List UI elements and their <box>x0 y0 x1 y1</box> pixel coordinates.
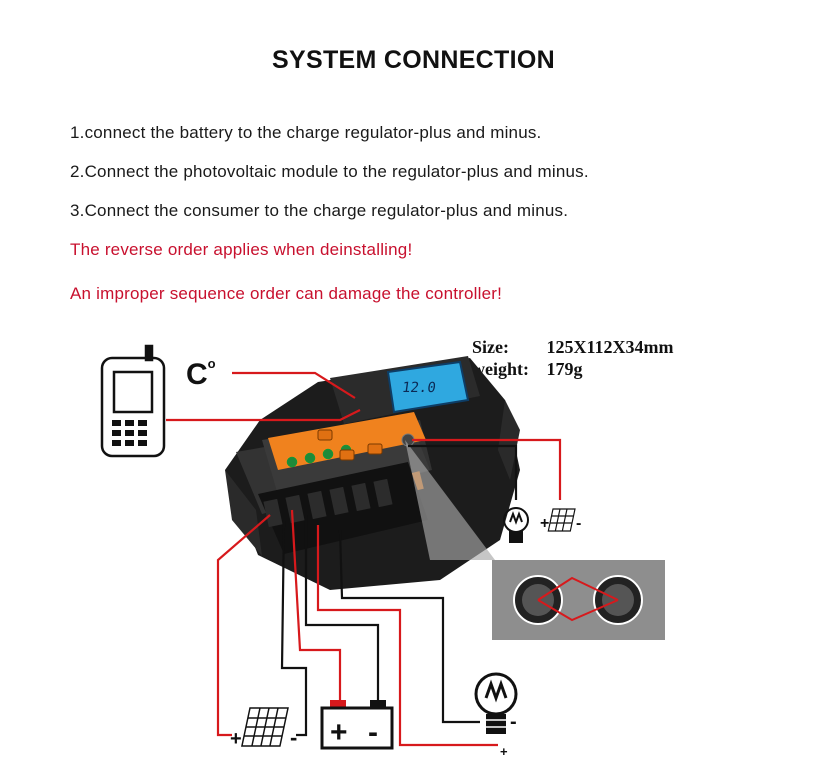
warning-deinstall: The reverse order applies when deinstall… <box>70 240 413 259</box>
weight-row: weight: 179g <box>472 358 674 380</box>
bulb-minus-label: - <box>510 711 517 733</box>
instruction-steps: 1.connect the battery to the charge regu… <box>70 122 589 239</box>
svg-text:+: + <box>330 716 348 749</box>
lcd-reading: 12.0 <box>400 380 437 396</box>
size-label: Size: <box>472 337 509 357</box>
warning-sequence: An improper sequence order can damage th… <box>70 284 503 303</box>
solar-panel-icon: + - <box>230 707 297 750</box>
lcd-screen <box>386 360 470 414</box>
specs-block: Size: 125X112X34mm weight: 179g <box>472 336 674 380</box>
weight-label: weight: <box>472 359 529 379</box>
battery-icon: + - <box>320 700 394 750</box>
svg-text:+: + <box>540 515 549 532</box>
solar-panel-icon: + - <box>540 508 581 532</box>
page-title: SYSTEM CONNECTION <box>272 46 555 74</box>
weight-value: 179g <box>546 359 583 379</box>
size-value: 125X112X34mm <box>546 337 674 357</box>
step-1: 1.connect the battery to the charge regu… <box>70 123 542 142</box>
bulb-icon <box>474 672 518 734</box>
svg-text:+: + <box>230 728 242 750</box>
step-2: 2.Connect the photovoltaic module to the… <box>70 162 589 181</box>
size-row: Size: 125X112X34mm <box>472 336 674 358</box>
red-wires <box>166 371 562 747</box>
degree-mark: o <box>207 356 216 371</box>
black-wires <box>280 444 518 737</box>
bulb-plus-label: + <box>500 744 508 759</box>
svg-text:-: - <box>576 515 581 532</box>
svg-text:-: - <box>368 716 378 749</box>
step-3: 3.Connect the consumer to the charge reg… <box>70 201 569 220</box>
bulb-icon <box>503 507 529 543</box>
svg-text:-: - <box>290 725 297 750</box>
phone-icon <box>100 344 166 458</box>
temperature-sensor-label: Co <box>186 356 216 391</box>
usb-port-zoom-detail <box>513 575 643 625</box>
